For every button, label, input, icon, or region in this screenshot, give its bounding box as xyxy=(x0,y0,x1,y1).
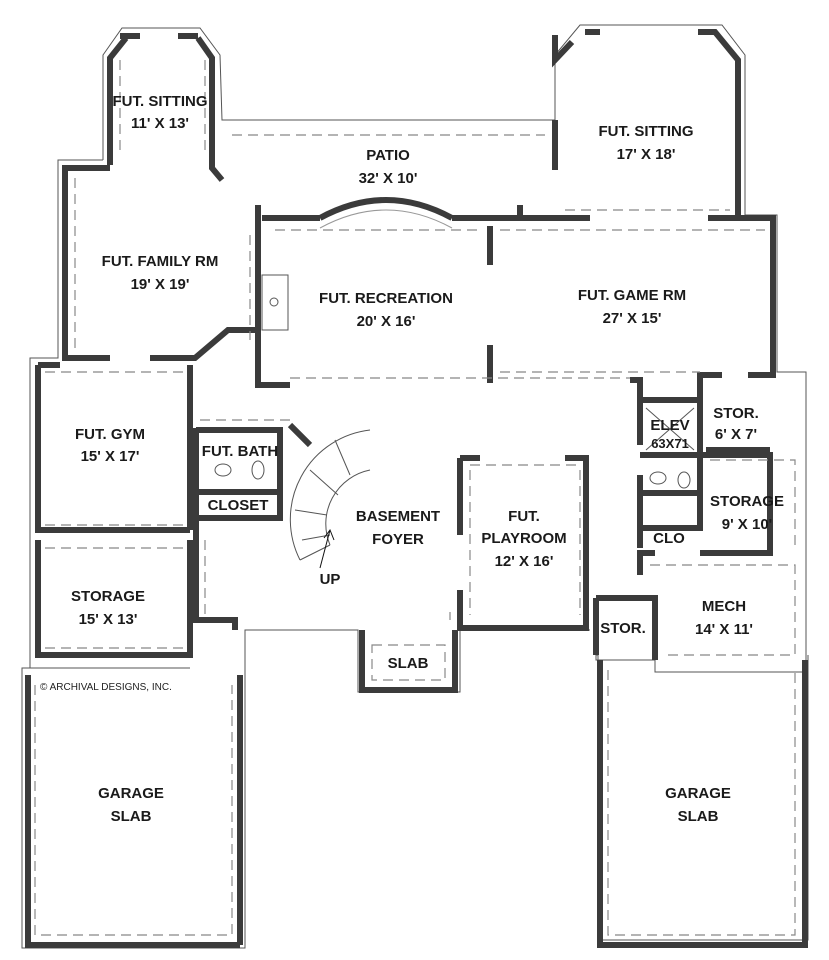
room-name: FUT. GAME RM xyxy=(578,287,686,304)
room-name: GARAGE xyxy=(98,785,164,802)
room-size: 11' X 13' xyxy=(131,115,189,132)
room-name: FUT. RECREATION xyxy=(319,290,453,307)
room-name: SLAB xyxy=(111,808,152,825)
room-size: 15' X 13' xyxy=(79,611,138,628)
walls xyxy=(25,29,808,948)
room-name: FOYER xyxy=(372,531,424,548)
room-size: 9' X 10' xyxy=(722,516,773,533)
room-size: 32' X 10' xyxy=(359,170,418,187)
room-size: 12' X 16' xyxy=(495,553,554,570)
room-name: PLAYROOM xyxy=(481,530,566,547)
room-size: 15' X 17' xyxy=(81,448,140,465)
room-size: 14' X 11' xyxy=(695,621,753,638)
room-size: 63X71 xyxy=(651,436,689,451)
room-name: FUT. SITTING xyxy=(599,123,694,140)
dashed-lines xyxy=(34,60,796,936)
room-name: GARAGE xyxy=(665,785,731,802)
spiral-stair[interactable] xyxy=(289,429,371,569)
room-name: CLOSET xyxy=(208,497,269,514)
room-name: FUT. SITTING xyxy=(113,93,208,110)
patio-arc xyxy=(318,197,454,229)
copyright-text: © ARCHIVAL DESIGNS, INC. xyxy=(40,682,172,693)
room-name: ELEV xyxy=(650,417,689,434)
room-size: 20' X 16' xyxy=(357,313,416,330)
room-name: STOR. xyxy=(713,405,759,422)
room-name: STOR. xyxy=(600,620,646,637)
room-size: 19' X 19' xyxy=(131,276,190,293)
room-name: FUT. xyxy=(508,508,540,525)
up-arrow-icon xyxy=(319,528,335,569)
room-name: FUT. FAMILY RM xyxy=(102,253,219,270)
room-name: CLO xyxy=(653,530,685,547)
room-name: STORAGE xyxy=(710,493,784,510)
fireplace xyxy=(261,274,289,331)
room-name: PATIO xyxy=(366,147,410,164)
room-name: MECH xyxy=(702,598,746,615)
room-name: SLAB xyxy=(388,655,429,672)
room-name: SLAB xyxy=(678,808,719,825)
plumbing-fixtures xyxy=(214,407,695,489)
room-name: FUT. GYM xyxy=(75,426,145,443)
room-name: STORAGE xyxy=(71,588,145,605)
stair-up-label: UP xyxy=(320,571,341,588)
room-size: 17' X 18' xyxy=(617,146,676,163)
room-labels: FUT. SITTING 11' X 13' PATIO 32' X 10' F… xyxy=(40,93,784,825)
room-name: BASEMENT xyxy=(356,508,440,525)
room-size: 6' X 7' xyxy=(715,426,757,443)
room-size: 27' X 15' xyxy=(603,310,662,327)
room-name: FUT. BATH xyxy=(202,443,278,460)
